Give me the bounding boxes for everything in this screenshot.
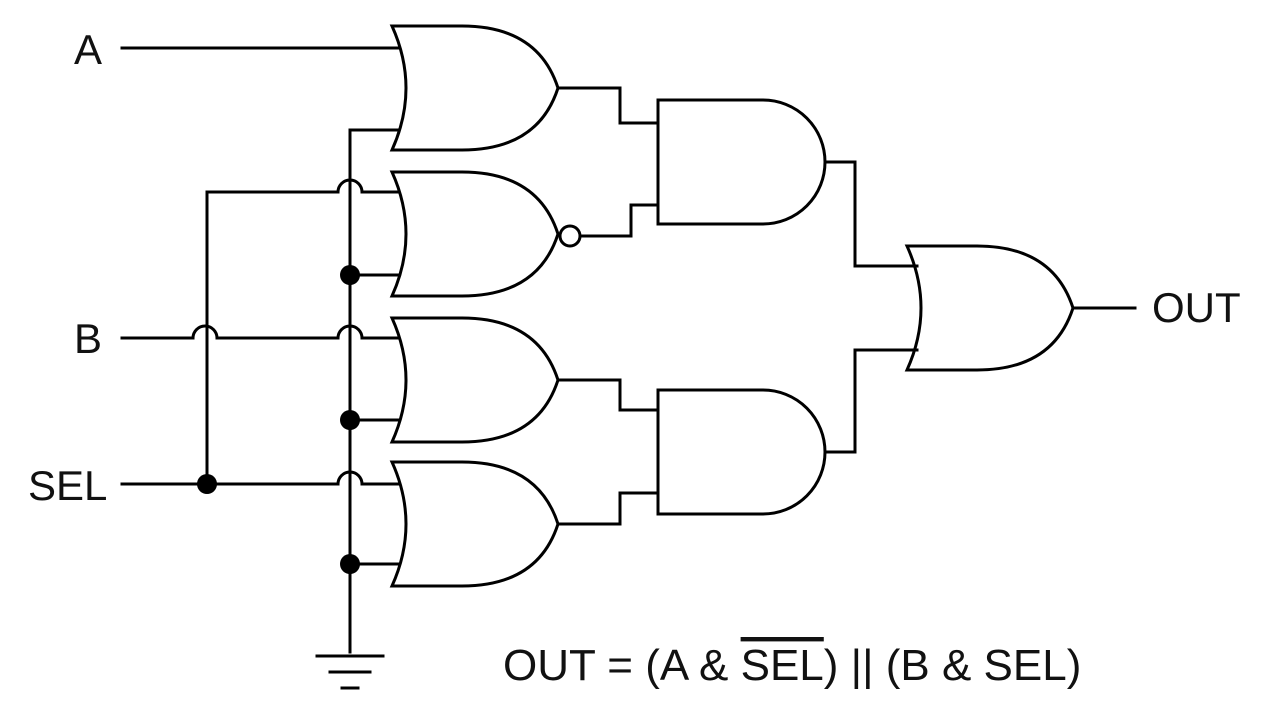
wire-sel-branch	[205, 470, 400, 486]
label-input-a: A	[74, 26, 102, 73]
wire-g4-and	[556, 491, 660, 526]
label-input-sel: SEL	[28, 462, 107, 509]
and-gate-upper	[656, 98, 827, 226]
wire-g1-and	[556, 86, 660, 125]
wire-g3-and	[556, 378, 660, 412]
or-gate-output	[904, 244, 1075, 372]
or-gate-4	[389, 460, 560, 588]
nor-gate-2	[389, 170, 560, 298]
wire-sel-up	[205, 178, 400, 486]
wire-and-lower-out	[823, 348, 919, 454]
wire-b	[120, 324, 400, 340]
or-gate-1	[389, 24, 560, 152]
label-input-b: B	[74, 315, 102, 362]
formula-sel-overlined: SEL	[741, 641, 824, 690]
formula: OUT = (A & SEL) || (B & SEL)	[503, 641, 1081, 690]
wire-g2-and	[578, 203, 660, 238]
formula-prefix: OUT = (A &	[503, 641, 741, 690]
junction-ground-3	[340, 410, 360, 430]
ground-bus	[348, 128, 400, 654]
junction-ground-4	[340, 554, 360, 574]
junction-sel	[197, 474, 217, 494]
and-gate-lower	[656, 388, 827, 516]
junction-ground-2	[340, 265, 360, 285]
label-output: OUT	[1152, 284, 1241, 331]
formula-suffix: ) || (B & SEL)	[824, 641, 1082, 690]
nor-bubble	[558, 224, 582, 248]
ground-symbol	[315, 654, 385, 690]
wire-and-upper-out	[823, 160, 919, 268]
or-gate-3	[389, 316, 560, 444]
